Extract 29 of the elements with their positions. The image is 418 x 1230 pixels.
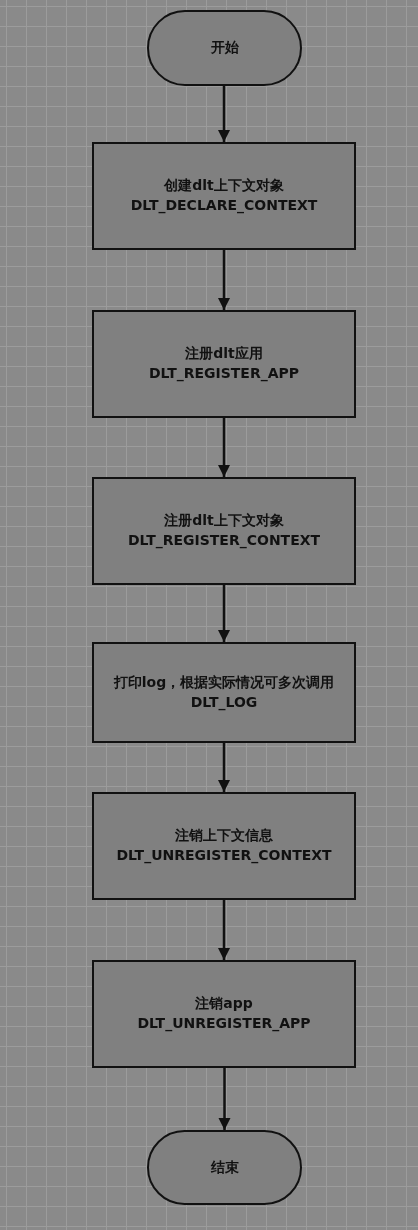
node-text: DLT_REGISTER_APP (148, 364, 300, 384)
node-text: 注销app (195, 994, 253, 1014)
arrow (217, 900, 231, 960)
arrow (217, 250, 231, 310)
node-text: DLT_DECLARE_CONTEXT (130, 196, 318, 216)
arrow (218, 1068, 231, 1130)
arrow (217, 585, 231, 642)
terminal-shape (147, 1130, 302, 1205)
process-box (92, 642, 356, 743)
node-text: 创建dlt上下文对象 (164, 176, 284, 196)
node-text: 打印log，根据实际情况可多次调用 (113, 672, 335, 692)
node-text: 注册dlt应用 (185, 344, 263, 364)
node-text: 结束 (210, 1157, 239, 1177)
arrow (217, 418, 231, 477)
process-box (92, 142, 356, 250)
node-text: 开始 (210, 38, 239, 58)
node-text: 注册dlt上下文对象 (164, 511, 284, 531)
node-text: DLT_LOG (190, 692, 258, 713)
process-box (92, 310, 356, 418)
node-text: DLT_UNREGISTER_APP (137, 1014, 311, 1034)
process-box (92, 792, 356, 900)
terminal-shape (147, 10, 302, 86)
process-box (92, 477, 356, 585)
node-text: 注销上下文信息 (175, 826, 273, 846)
node-text: DLT_REGISTER_CONTEXT (127, 531, 321, 551)
process-box (92, 960, 356, 1068)
arrow (217, 743, 231, 792)
arrow (217, 86, 231, 142)
node-text: DLT_UNREGISTER_CONTEXT (116, 846, 332, 866)
